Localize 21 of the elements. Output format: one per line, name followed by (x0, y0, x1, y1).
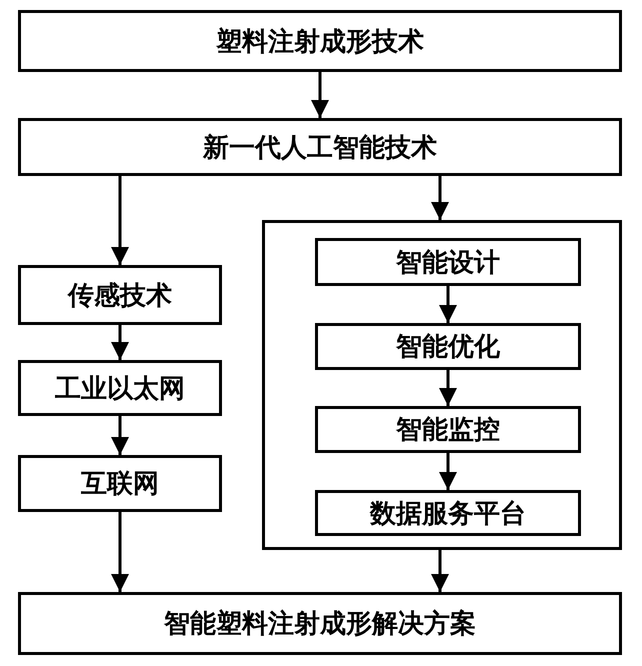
process-box: 数据服务平台 (315, 490, 581, 536)
process-box: 互联网 (18, 455, 222, 512)
process-box: 传感技术 (18, 265, 222, 325)
process-box: 智能塑料注射成形解决方案 (18, 592, 622, 655)
arrow (439, 370, 457, 406)
process-box: 新一代人工智能技术 (18, 118, 622, 176)
arrow (431, 176, 449, 220)
process-box: 工业以太网 (18, 360, 222, 416)
arrow (111, 512, 129, 592)
arrow (431, 550, 449, 592)
process-box: 智能优化 (315, 323, 581, 370)
group-box (262, 220, 622, 550)
arrow (111, 325, 129, 360)
arrow (111, 416, 129, 455)
arrow (439, 286, 457, 323)
process-box: 智能设计 (315, 238, 581, 286)
arrow (439, 453, 457, 490)
arrow (311, 72, 329, 118)
process-box: 智能监控 (315, 406, 581, 453)
arrow (111, 176, 129, 265)
process-box: 塑料注射成形技术 (18, 10, 622, 72)
